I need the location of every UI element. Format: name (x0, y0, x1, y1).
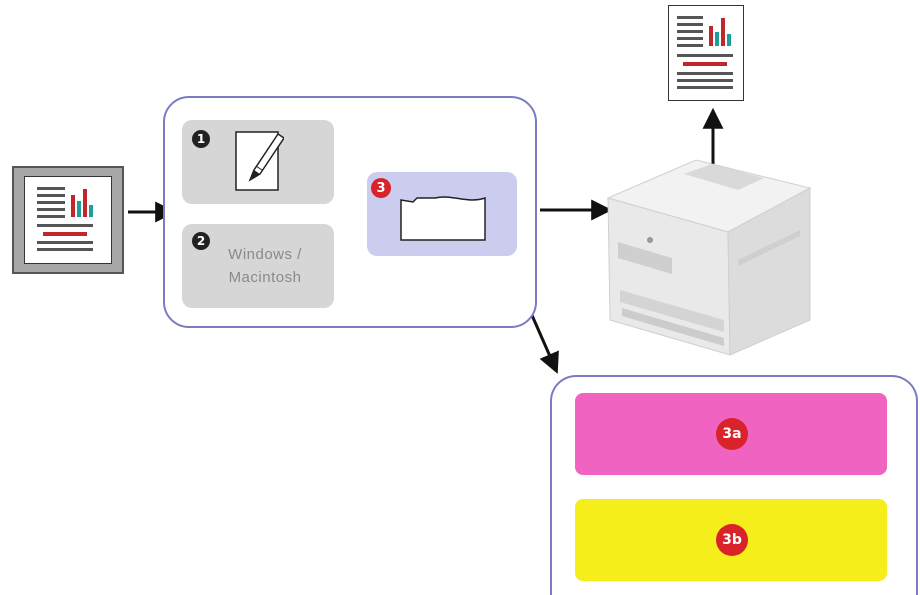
step-number-3: 3 (371, 178, 391, 198)
os-label-line1: Windows / (228, 246, 302, 263)
source-document (12, 166, 124, 274)
printer-icon (606, 159, 812, 356)
folder-outline-icon (400, 196, 486, 241)
step-number-1: 1 (192, 130, 210, 148)
os-label-line2: Macintosh (228, 269, 302, 286)
os-label: Windows / Macintosh (210, 243, 320, 289)
option-3b[interactable]: 3b (575, 499, 887, 581)
output-document (668, 5, 744, 101)
option-3a[interactable]: 3a (575, 393, 887, 475)
document-pen-icon (235, 131, 284, 191)
printed-document-icon (668, 5, 744, 101)
badge-3b: 3b (716, 524, 748, 556)
step-operating-system[interactable]: 2 (182, 224, 334, 308)
document-with-chart-icon (24, 176, 112, 264)
step-application[interactable]: 1 (182, 120, 334, 204)
step-printer-driver[interactable]: 3 (367, 172, 517, 256)
badge-3a: 3a (716, 418, 748, 450)
step-number-2: 2 (192, 232, 210, 250)
